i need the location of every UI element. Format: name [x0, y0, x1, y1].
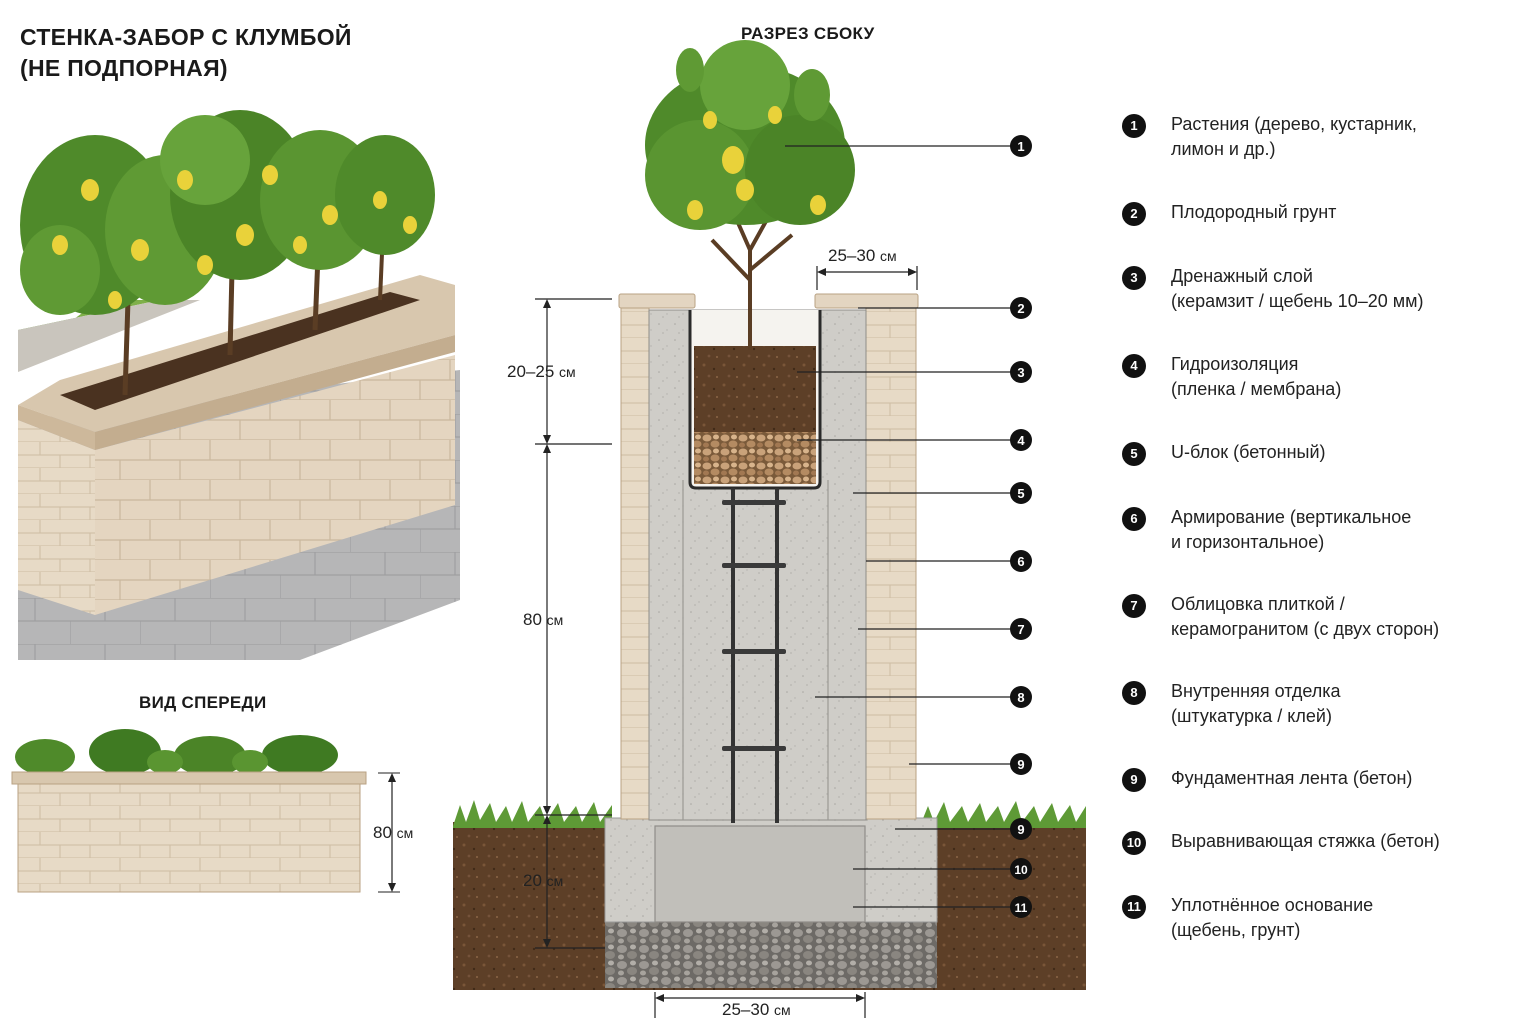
marker-3: 3: [1017, 365, 1024, 380]
cladding-right: [865, 306, 917, 820]
section-markers: 1 2 3 4 5 6 7 8 9 9 10 11: [1010, 135, 1032, 918]
marker-5: 5: [1017, 486, 1024, 501]
legend-number: 11: [1122, 895, 1146, 919]
marker-circle-10: [1010, 858, 1032, 880]
front-view: [11, 729, 400, 893]
dim-soil-depth: 20–25 см: [507, 362, 576, 381]
marker-circle-7: [1010, 618, 1032, 640]
legend-number: 9: [1122, 768, 1146, 792]
dim-wall-height: 80 см: [523, 610, 564, 629]
legend-number: 4: [1122, 354, 1146, 378]
dim-foundation-depth: 20 см: [523, 871, 564, 890]
legend-text: Растения (дерево, кустарник,лимон и др.): [1171, 114, 1417, 159]
legend-text: Фундаментная лента (бетон): [1171, 768, 1413, 788]
dim-top-width: 25–30 см: [828, 246, 897, 265]
grass-left: [453, 800, 612, 828]
marker-circle-8: [1010, 686, 1032, 708]
marker-2: 2: [1017, 301, 1024, 316]
fertile-soil: [694, 346, 816, 432]
rebar-cage: [722, 488, 786, 823]
legend-text: Выравнивающая стяжка (бетон): [1171, 831, 1440, 851]
marker-9b: 9: [1017, 822, 1024, 837]
legend-text: Внутренняя отделка(штукатурка / клей): [1171, 681, 1341, 726]
legend-number: 10: [1122, 831, 1146, 855]
legend-text: U-блок (бетонный): [1171, 442, 1326, 462]
legend-text: Гидроизоляция(пленка / мембрана): [1171, 354, 1342, 399]
main-title-line1: СТЕНКА-ЗАБОР С КЛУМБОЙ: [20, 24, 352, 50]
legend-text: Плодородный грунт: [1171, 202, 1337, 222]
cap-right: [814, 293, 919, 309]
side-section: [453, 40, 1086, 1018]
marker-1: 1: [1017, 139, 1024, 154]
marker-6: 6: [1017, 554, 1024, 569]
legend-text: Уплотнённое основание(щебень, грунт): [1171, 895, 1374, 940]
legend-number: 6: [1122, 507, 1146, 531]
marker-8: 8: [1017, 690, 1024, 705]
legend-text: Облицовка плиткой /керамогранитом (с дву…: [1171, 594, 1440, 639]
marker-10: 10: [1014, 863, 1028, 877]
marker-circle-6: [1010, 550, 1032, 572]
marker-11: 11: [1015, 901, 1028, 915]
marker-7: 7: [1017, 622, 1024, 637]
legend-number: 5: [1122, 442, 1146, 466]
perspective-trees: [20, 110, 435, 396]
marker-circle-9b: [1010, 818, 1032, 840]
grass-right: [920, 801, 1086, 828]
foundation-strip: [654, 825, 866, 923]
cap-left: [618, 293, 696, 309]
marker-9: 9: [1017, 757, 1024, 772]
legend-number: 8: [1122, 681, 1146, 705]
legend-number: 3: [1122, 266, 1146, 290]
side-section-title: РАЗРЕЗ СБОКУ: [741, 24, 875, 43]
marker-circle-11: [1010, 896, 1032, 918]
compacted-base: [605, 922, 937, 988]
leader-lines: [785, 145, 1012, 908]
marker-circle-1: [1010, 135, 1032, 157]
marker-circle-9: [1010, 753, 1032, 775]
dim-bottom-width: 25–30 см: [722, 1000, 791, 1019]
marker-circle-3: [1010, 361, 1032, 383]
marker-circle-4: [1010, 429, 1032, 451]
main-title-line2: (НЕ ПОДПОРНАЯ): [20, 55, 228, 81]
legend-text: Дренажный слой(керамзит / щебень 10–20 м…: [1171, 266, 1424, 311]
perspective-planter: [18, 110, 460, 660]
legend-number: 1: [1122, 114, 1146, 138]
legend-number: 7: [1122, 594, 1146, 618]
legend-number: 2: [1122, 202, 1146, 226]
main-title: СТЕНКА-ЗАБОР С КЛУМБОЙ (НЕ ПОДПОРНАЯ): [20, 22, 352, 84]
marker-4: 4: [1017, 433, 1025, 448]
marker-circle-2: [1010, 297, 1032, 319]
front-view-title: ВИД СПЕРЕДИ: [139, 693, 267, 712]
cladding-left: [620, 306, 650, 820]
dim-front-height: 80 см: [373, 823, 414, 842]
drainage-layer: [694, 432, 816, 484]
marker-circle-5: [1010, 482, 1032, 504]
lemon-tree: [645, 40, 855, 350]
dimension-lines: [535, 266, 918, 1018]
